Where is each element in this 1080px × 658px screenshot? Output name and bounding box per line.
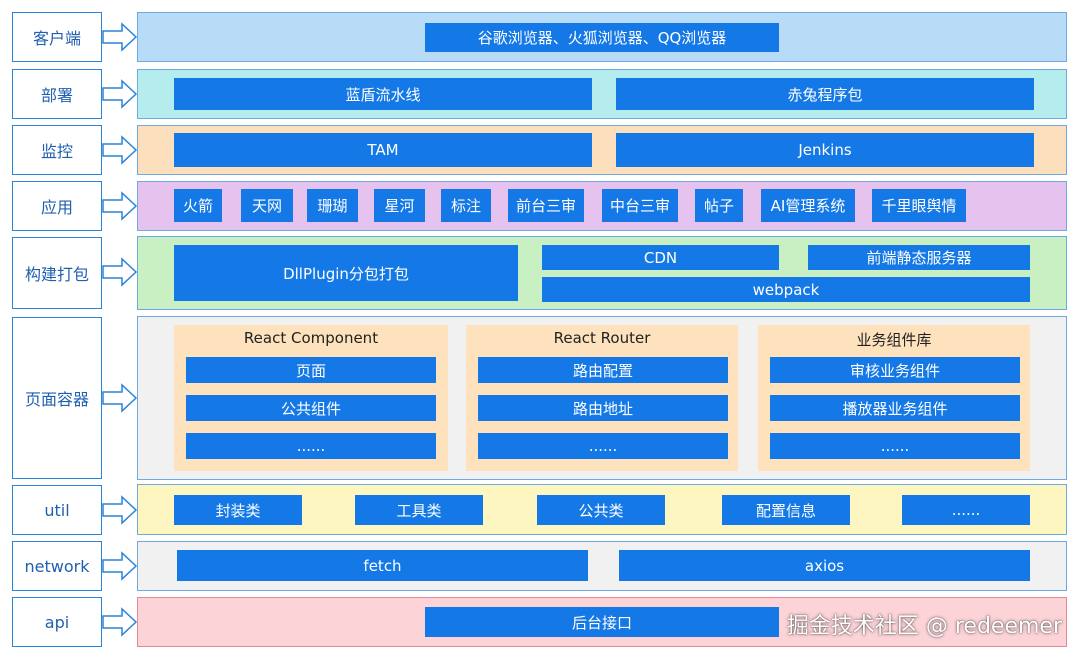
label-util: util <box>12 485 102 535</box>
layer-build: DllPlugin分包打包 CDN 前端静态服务器 webpack <box>137 236 1067 310</box>
block-page-item: 审核业务组件 <box>770 357 1020 383</box>
arrow-right-icon <box>102 551 138 581</box>
block-axios: axios <box>619 550 1030 581</box>
arrow-right-icon <box>102 22 138 52</box>
block-fetch: fetch <box>177 550 588 581</box>
watermark: 掘金技术社区 @ redeemer <box>786 614 1062 639</box>
group-title: React Router <box>553 329 651 347</box>
arrow-right-icon <box>102 79 138 109</box>
label-client: 客户端 <box>12 12 102 62</box>
block-page-item: ...... <box>770 433 1020 459</box>
block-app: 珊瑚 <box>307 189 358 222</box>
block-app: AI管理系统 <box>761 189 855 222</box>
block-util: 封装类 <box>174 495 302 525</box>
label-network: network <box>12 541 102 591</box>
layer-page: React Component 页面 公共组件 ...... React Rou… <box>137 316 1067 480</box>
block-page-item: 播放器业务组件 <box>770 395 1020 421</box>
block-app: 火箭 <box>174 189 222 222</box>
block-page-item: 页面 <box>186 357 436 383</box>
arrow-right-icon <box>102 383 138 413</box>
group-react-component: React Component 页面 公共组件 ...... <box>174 325 448 471</box>
layer-client: 谷歌浏览器、火狐浏览器、QQ浏览器 <box>137 12 1067 62</box>
block-page-item: 公共组件 <box>186 395 436 421</box>
block-dllplugin: DllPlugin分包打包 <box>174 245 518 301</box>
block-backend-api: 后台接口 <box>425 607 779 637</box>
label-deploy: 部署 <box>12 69 102 119</box>
block-app: 千里眼舆情 <box>872 189 966 222</box>
block-static-server: 前端静态服务器 <box>808 245 1030 270</box>
arrow-right-icon <box>102 191 138 221</box>
layer-api: 后台接口 <box>137 597 1067 647</box>
block-page-item: 路由地址 <box>478 395 728 421</box>
label-build: 构建打包 <box>12 237 102 309</box>
block-app: 帖子 <box>695 189 743 222</box>
label-apps: 应用 <box>12 181 102 231</box>
group-title: 业务组件库 <box>856 331 932 349</box>
block-util: ...... <box>902 495 1030 525</box>
block-browsers: 谷歌浏览器、火狐浏览器、QQ浏览器 <box>425 23 779 52</box>
group-react-router: React Router 路由配置 路由地址 ...... <box>466 325 738 471</box>
layer-deploy: 蓝盾流水线 赤兔程序包 <box>137 69 1067 119</box>
block-cdn: CDN <box>542 245 779 270</box>
block-util: 公共类 <box>537 495 665 525</box>
layer-monitor: TAM Jenkins <box>137 125 1067 175</box>
block-tam: TAM <box>174 133 592 167</box>
block-webpack: webpack <box>542 277 1030 302</box>
block-package: 赤兔程序包 <box>616 78 1034 110</box>
block-page-item: ...... <box>186 433 436 459</box>
block-app: 标注 <box>441 189 491 222</box>
block-page-item: ...... <box>478 433 728 459</box>
arrow-right-icon <box>102 135 138 165</box>
group-title: React Component <box>243 329 379 347</box>
layer-network: fetch axios <box>137 541 1067 591</box>
layer-util: 封装类 工具类 公共类 配置信息 ...... <box>137 484 1067 535</box>
block-pipeline: 蓝盾流水线 <box>174 78 592 110</box>
group-business-components: 业务组件库 审核业务组件 播放器业务组件 ...... <box>758 325 1030 471</box>
block-app: 中台三审 <box>602 189 678 222</box>
block-util: 工具类 <box>355 495 483 525</box>
label-page: 页面容器 <box>12 317 102 479</box>
label-monitor: 监控 <box>12 125 102 175</box>
block-app: 天网 <box>241 189 293 222</box>
arrow-right-icon <box>102 607 138 637</box>
layer-apps: 火箭 天网 珊瑚 星河 标注 前台三审 中台三审 帖子 AI管理系统 千里眼舆情 <box>137 181 1067 231</box>
arrow-right-icon <box>102 495 138 525</box>
label-api: api <box>12 597 102 647</box>
arrow-right-icon <box>102 257 138 287</box>
block-app: 前台三审 <box>508 189 584 222</box>
block-util: 配置信息 <box>722 495 850 525</box>
block-page-item: 路由配置 <box>478 357 728 383</box>
block-app: 星河 <box>374 189 425 222</box>
block-jenkins: Jenkins <box>616 133 1034 167</box>
